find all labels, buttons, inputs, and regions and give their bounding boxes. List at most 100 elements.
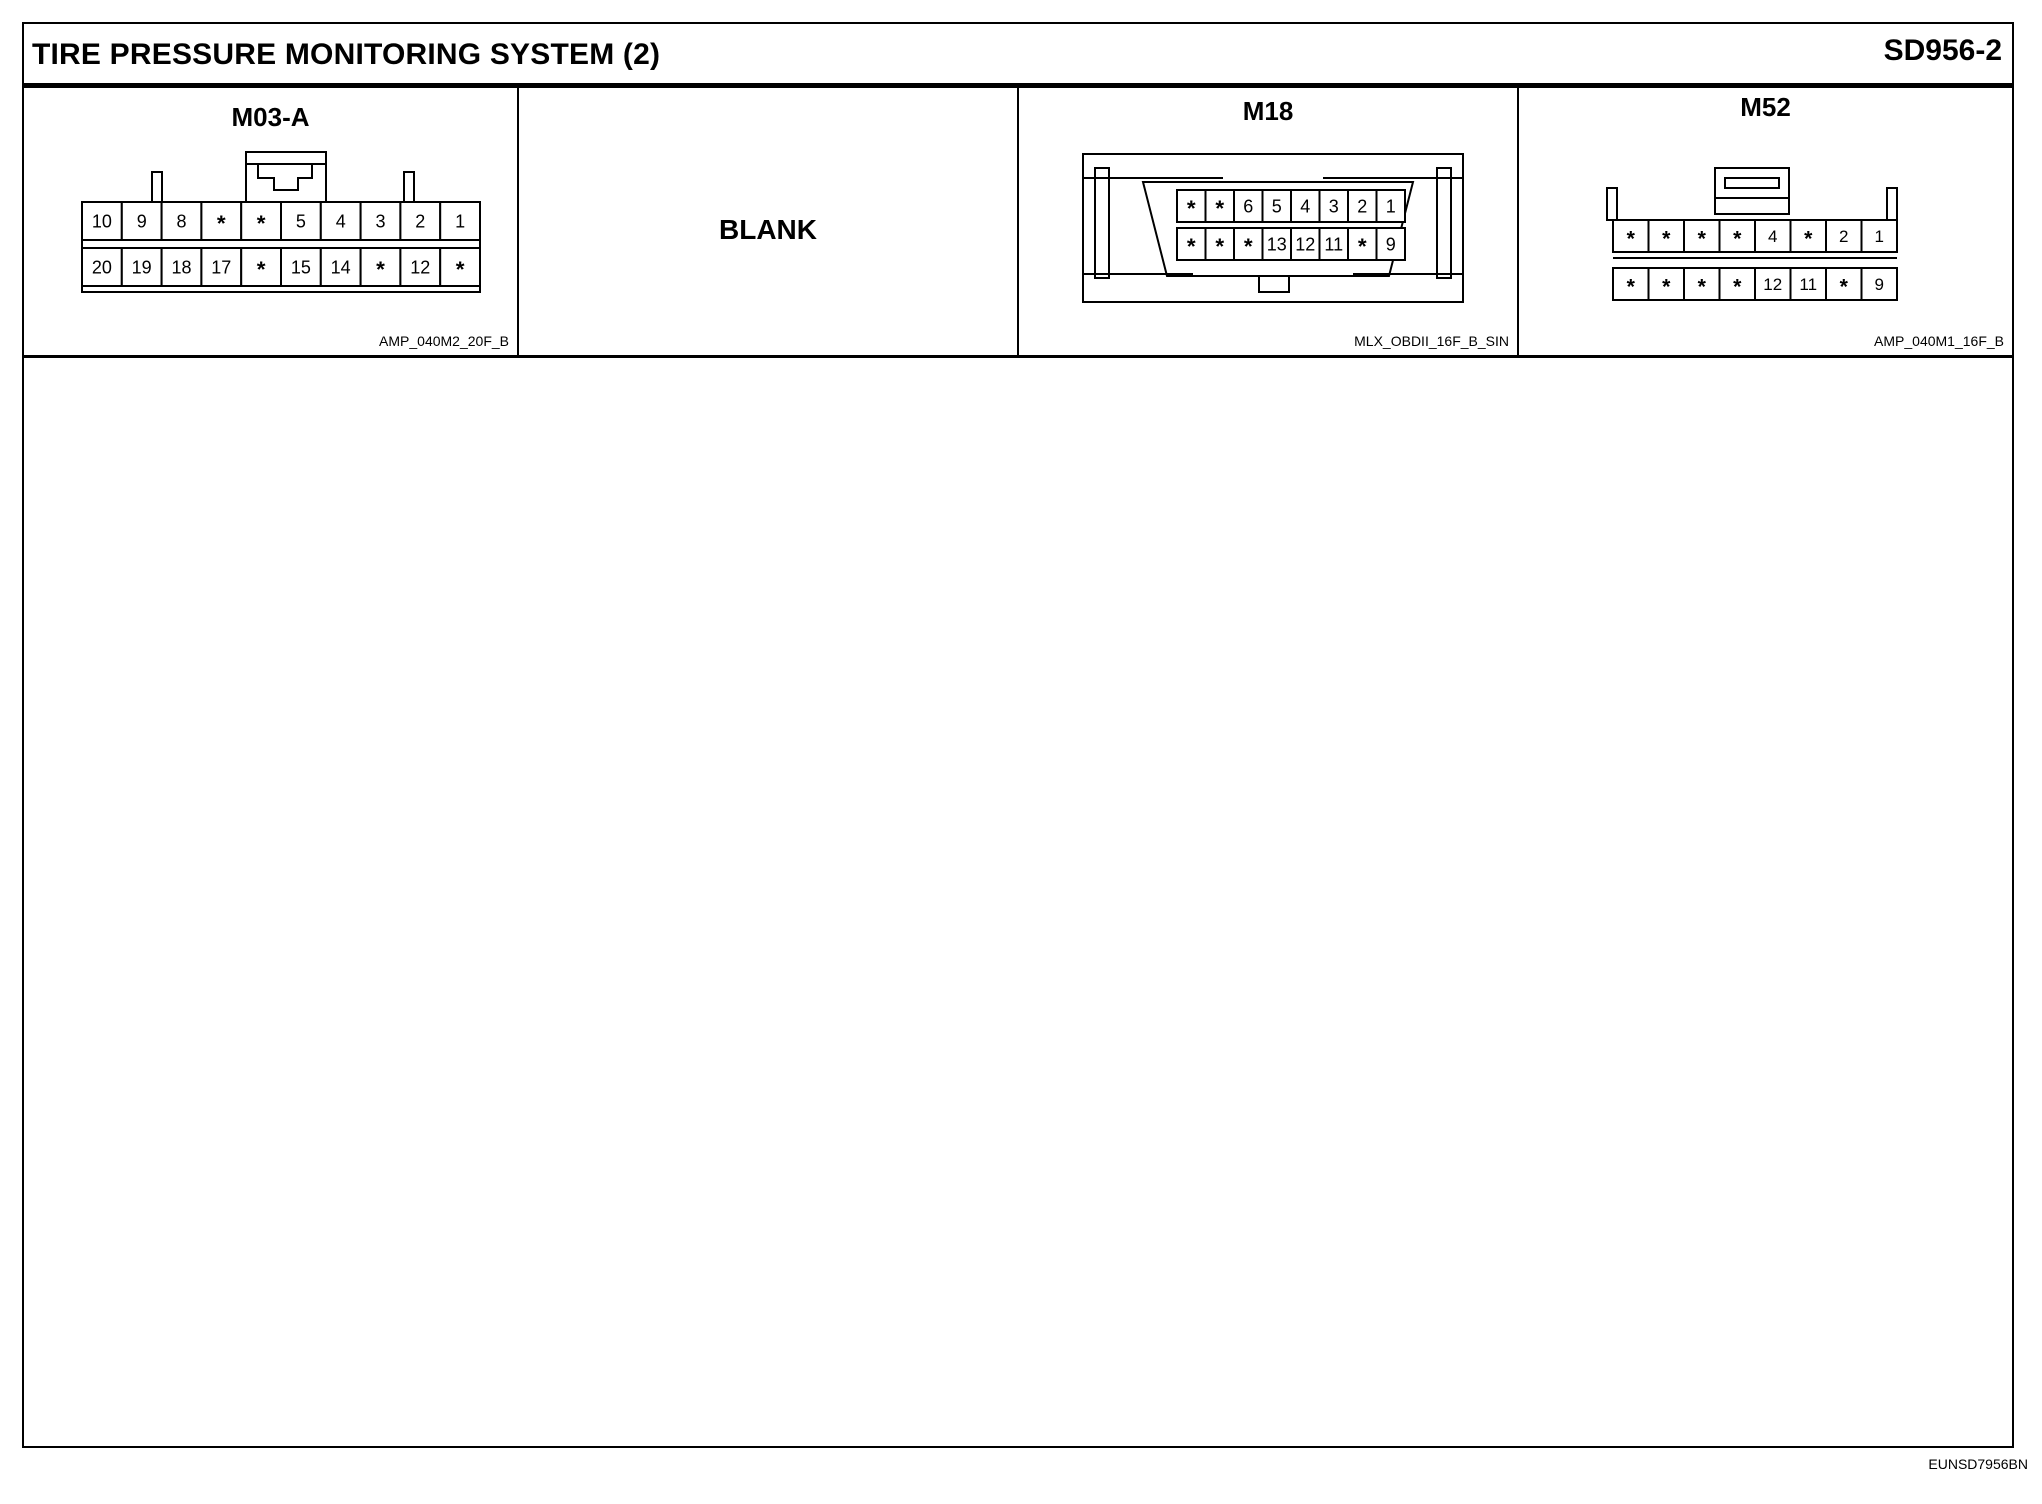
pin-label: * [1627, 226, 1636, 250]
pin-label: 2 [415, 211, 425, 231]
pin-label: * [1733, 226, 1742, 250]
part-number: AMP_040M2_20F_B [379, 333, 509, 349]
footer-code: EUNSD7956BN [1928, 1456, 2028, 1472]
pin-cell [1789, 219, 1827, 253]
blank-label: BLANK [719, 214, 817, 245]
pin-label: * [1215, 196, 1224, 221]
pin-label: * [1627, 274, 1636, 298]
pin-cell [120, 247, 163, 287]
pin-label: * [1698, 226, 1707, 250]
post-right [1886, 187, 1898, 221]
obd-rib-left [1094, 167, 1110, 279]
pin-label: 12 [410, 257, 430, 277]
pin-label: 12 [1295, 234, 1315, 254]
obd-key [1258, 275, 1290, 293]
pin-label: 10 [92, 211, 112, 231]
latch-slot [1724, 177, 1780, 189]
pin-cell [1318, 189, 1349, 223]
pin-label: 3 [375, 211, 385, 231]
pin-cell [319, 247, 362, 287]
pin-cell [399, 247, 442, 287]
pin-cell [240, 201, 282, 241]
page-code: SD956-2 [1883, 34, 2002, 67]
latch-housing [1714, 167, 1790, 215]
pin-cell [200, 201, 243, 241]
pin-label: 20 [92, 257, 112, 277]
pin-cell [1825, 267, 1863, 301]
page-title: TIRE PRESSURE MONITORING SYSTEM (2) [32, 38, 661, 71]
diagram-frame: TIRE PRESSURE MONITORING SYSTEM (2) SD95… [22, 22, 2014, 1448]
header: TIRE PRESSURE MONITORING SYSTEM (2) SD95… [24, 24, 2012, 88]
pin-cell [1233, 227, 1264, 261]
part-number: MLX_OBDII_16F_B_SIN [1354, 333, 1509, 349]
pin-cell [439, 201, 482, 241]
pin-cell [399, 201, 442, 241]
pin-label: 19 [132, 257, 152, 277]
pin-label: 13 [1267, 234, 1287, 254]
pin-cell [439, 247, 482, 287]
pin-label: * [1187, 196, 1196, 221]
pin-cell [1683, 267, 1721, 301]
pin-label: 1 [455, 211, 465, 231]
pin-label: * [1244, 234, 1253, 259]
post-right [403, 171, 415, 203]
pin-label: * [1804, 226, 1813, 250]
pin-cell [319, 201, 362, 241]
pin-cell [1375, 189, 1406, 223]
pin-cell [280, 247, 322, 287]
pin-cell [1718, 267, 1756, 301]
pin-cell [359, 201, 402, 241]
pin-label: * [456, 257, 465, 282]
latch-tab [257, 164, 313, 191]
pin-label: 2 [1357, 196, 1367, 216]
post-left [1606, 187, 1618, 221]
obd-rib-right [1436, 167, 1452, 279]
pin-label: 5 [296, 211, 306, 231]
pin-label: 14 [331, 257, 351, 277]
pin-label: * [1733, 274, 1742, 298]
pin-cell [1176, 227, 1207, 261]
pin-label: 9 [1875, 275, 1884, 294]
part-number: AMP_040M1_16F_B [1874, 333, 2004, 349]
pin-label: * [217, 211, 226, 236]
pin-label: 11 [1324, 234, 1343, 254]
pin-cell [81, 201, 123, 241]
pin-label: 11 [1799, 275, 1817, 294]
pin-cell [240, 247, 282, 287]
panel-blank: BLANK [519, 88, 1019, 355]
pin-cell [160, 201, 203, 241]
pin-cell [81, 247, 123, 287]
pin-label: 8 [176, 211, 186, 231]
connector-label: M03-A [231, 102, 310, 132]
pin-label: * [1215, 234, 1224, 259]
pin-label: * [376, 257, 385, 282]
pin-label: 4 [336, 211, 346, 231]
pin-label: * [1840, 274, 1849, 298]
pin-label: * [1662, 226, 1671, 250]
pin-label: * [1358, 234, 1367, 259]
pin-label: 1 [1875, 227, 1884, 246]
pin-cell [1683, 219, 1721, 253]
pin-cell [1290, 227, 1321, 261]
pin-label: 1 [1386, 196, 1396, 216]
pin-cell [1754, 219, 1792, 253]
pin-label: 15 [291, 257, 311, 277]
pin-cell [1718, 219, 1756, 253]
pin-cell [359, 247, 402, 287]
pin-cell [1860, 219, 1898, 253]
pin-label: 17 [211, 257, 231, 277]
pin-label: * [257, 257, 266, 282]
pin-cell [280, 201, 322, 241]
pin-label: 9 [1386, 234, 1396, 254]
pin-cell [1261, 227, 1292, 261]
obd-housing [1082, 153, 1464, 303]
pin-cell [1347, 227, 1378, 261]
pin-label: 5 [1272, 196, 1282, 216]
pin-label: * [1187, 234, 1196, 259]
